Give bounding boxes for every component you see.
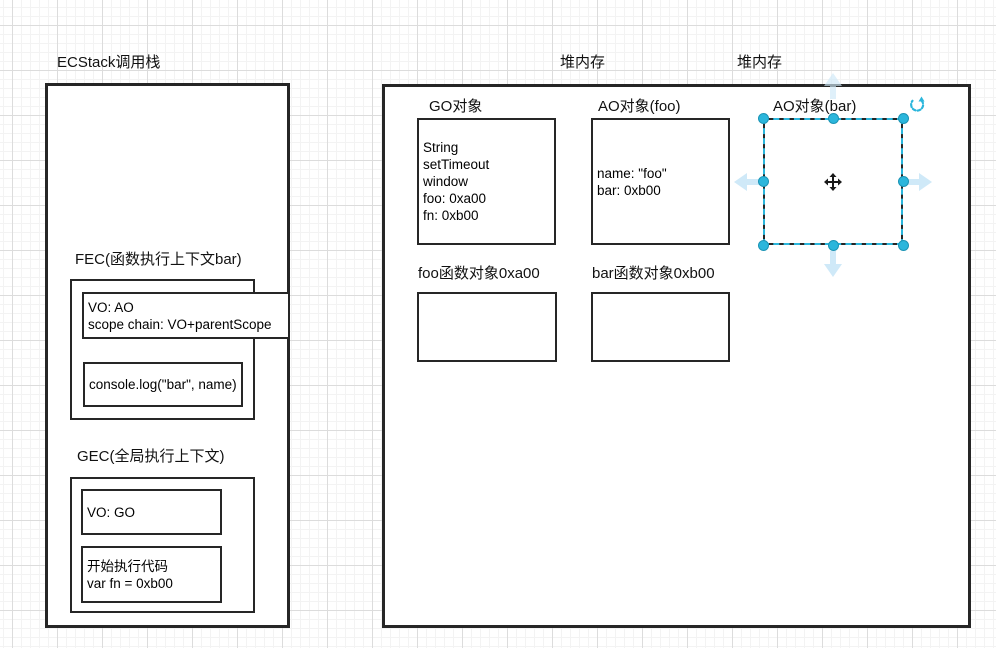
gec-code-box[interactable]: 开始执行代码 var fn = 0xb00 xyxy=(81,546,222,603)
ao-foo-label: AO对象(foo) xyxy=(598,98,681,115)
ao-foo-text: name: "foo" bar: 0xb00 xyxy=(597,165,667,198)
gec-label: GEC(全局执行上下文) xyxy=(77,448,225,465)
selection-handle-e[interactable] xyxy=(897,176,909,187)
fec-code-text: console.log("bar", name) xyxy=(89,377,237,392)
selection-handle-nw[interactable] xyxy=(757,112,769,124)
gec-vo-text: VO: GO xyxy=(87,504,136,520)
ao-foo-box[interactable]: name: "foo" bar: 0xb00 xyxy=(591,118,730,245)
fec-code-box[interactable]: console.log("bar", name) xyxy=(83,362,243,407)
selection-arrow-left-icon[interactable] xyxy=(734,173,760,191)
foo-fn-box[interactable] xyxy=(417,292,557,362)
foo-fn-label: foo函数对象0xa00 xyxy=(418,265,540,282)
go-object-label: GO对象 xyxy=(429,98,483,115)
move-icon[interactable] xyxy=(824,173,842,191)
selection-handle-sw[interactable] xyxy=(757,239,769,251)
selection-arrow-right-icon[interactable] xyxy=(906,173,932,191)
bar-fn-label: bar函数对象0xb00 xyxy=(592,265,715,282)
gec-code-text: 开始执行代码 var fn = 0xb00 xyxy=(87,558,173,591)
ao-bar-label: AO对象(bar) xyxy=(773,98,857,115)
fec-vo-text: VO: AO scope chain: VO+parentScope xyxy=(88,299,272,332)
gec-vo-box[interactable]: VO: GO xyxy=(81,489,222,535)
go-object-text: String setTimeout window foo: 0xa00 fn: … xyxy=(423,140,490,223)
fec-label: FEC(函数执行上下文bar) xyxy=(75,251,242,268)
selection-arrow-down-icon[interactable] xyxy=(824,251,842,277)
selection-handle-n[interactable] xyxy=(827,112,839,124)
selection-handle-ne[interactable] xyxy=(897,112,909,124)
heap-label-right: 堆内存 xyxy=(737,54,783,71)
bar-fn-box[interactable] xyxy=(591,292,730,362)
selection-handle-s[interactable] xyxy=(827,239,839,251)
selection-handle-se[interactable] xyxy=(897,239,909,251)
fec-vo-box[interactable]: VO: AO scope chain: VO+parentScope xyxy=(82,292,290,339)
selection-arrow-up-icon[interactable] xyxy=(824,73,842,99)
go-object-box[interactable]: String setTimeout window foo: 0xa00 fn: … xyxy=(417,118,556,245)
ecstack-title: ECStack调用栈 xyxy=(57,54,161,71)
heap-label-left: 堆内存 xyxy=(560,54,606,71)
selection-handle-w[interactable] xyxy=(757,176,769,187)
rotate-icon[interactable] xyxy=(908,96,925,113)
